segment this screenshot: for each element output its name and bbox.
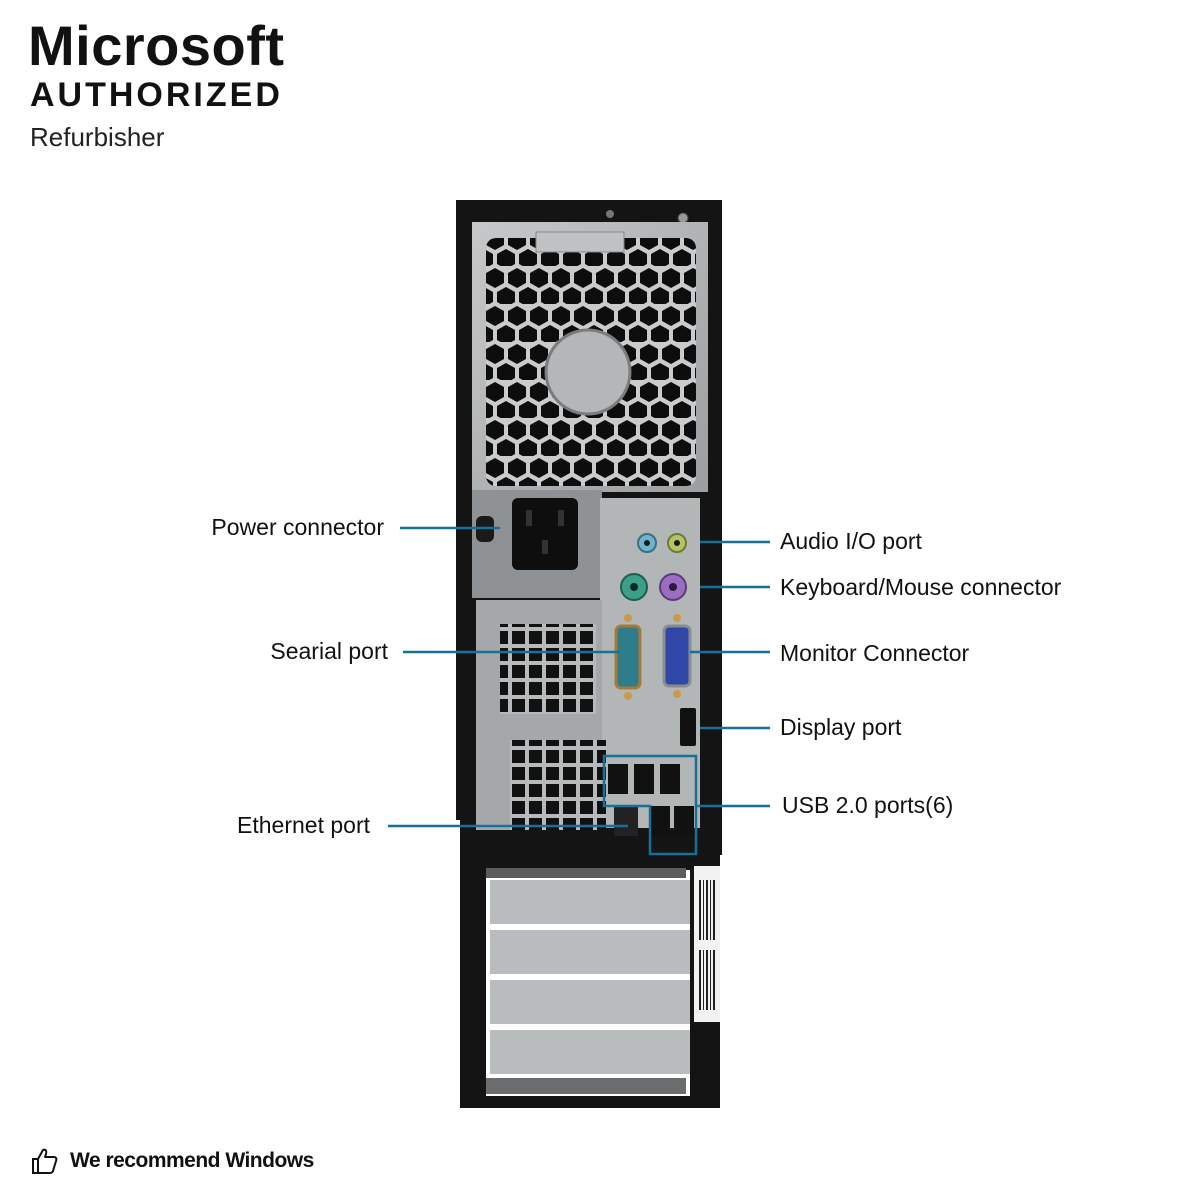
fan-hub [544,328,632,416]
vent-grid-lower [510,740,606,830]
label-ethernet-port: Ethernet port [237,812,370,838]
brand-authorized: AUTHORIZED [30,76,283,114]
label-display-port: Display port [780,714,902,740]
footer-recommendation: We recommend Windows [30,1146,314,1176]
label-usb-ports: USB 2.0 ports(6) [782,792,954,818]
label-audio-port: Audio I/O port [780,528,922,554]
vent-grid-upper [500,624,596,714]
label-serial-port: Searial port [270,638,388,664]
thumbs-up-icon [32,1148,58,1174]
vga-connector [662,624,692,688]
footer-text: We recommend Windows [70,1149,314,1172]
brand-name: Microsoft [28,14,285,77]
label-power-connector: Power connector [211,514,384,540]
serial-port-connector [614,624,642,690]
displayport-connector [680,708,696,746]
brand-subtitle: Refurbisher [30,122,165,152]
callout-usb-bracket [602,754,698,856]
label-monitor-connector: Monitor Connector [780,640,970,666]
usb-ports-group [608,764,694,836]
power-connector-socket [512,498,578,570]
label-keyboard-mouse: Keyboard/Mouse connector [780,574,1062,600]
